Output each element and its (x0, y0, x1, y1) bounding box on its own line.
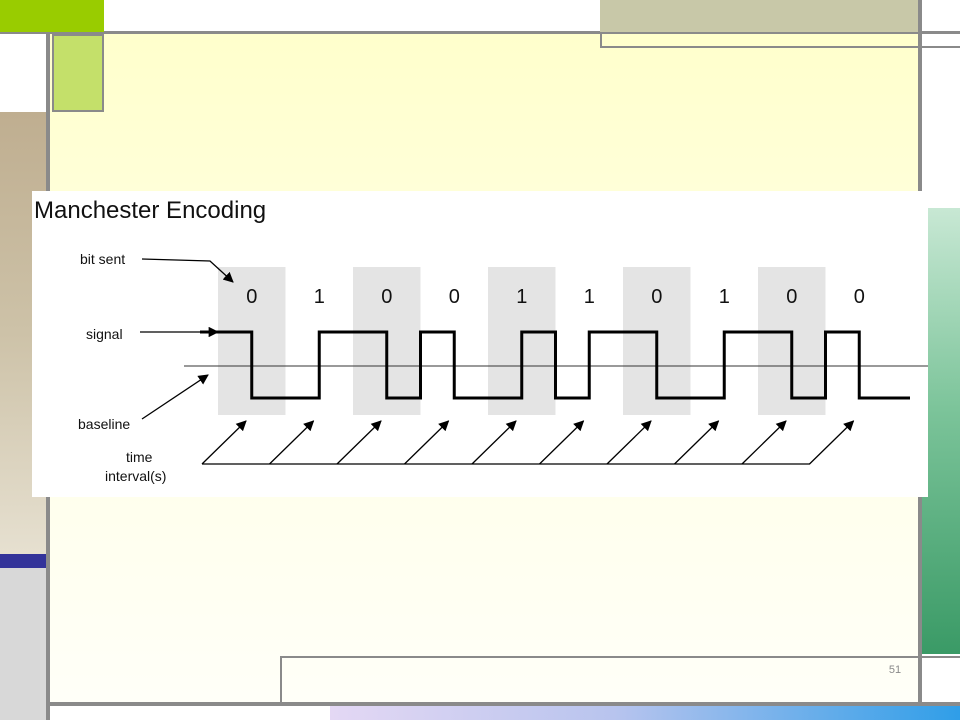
bit-value: 0 (246, 286, 257, 308)
top-divider (0, 31, 960, 34)
time-interval-arrow (201, 420, 247, 465)
accent-green-bar (0, 0, 104, 32)
accent-blue-bar (0, 554, 46, 568)
time-interval-arrows (201, 420, 855, 465)
label-signal: signal (86, 326, 123, 342)
bit-value: 0 (651, 286, 662, 308)
accent-khaki-bar (600, 0, 918, 32)
bit-values: 0 1 0 0 1 1 0 1 0 0 (246, 286, 865, 308)
bit-sent-pointer (141, 258, 234, 283)
accent-green-right-bar (922, 208, 960, 654)
label-baseline: baseline (78, 416, 130, 432)
bit-value: 0 (381, 286, 392, 308)
page-number: 51 (888, 664, 902, 676)
time-interval-arrow (336, 420, 382, 465)
diagram-title: Manchester Encoding (34, 197, 266, 224)
bit-value: 0 (786, 286, 797, 308)
label-bit-sent: bit sent (80, 251, 125, 267)
time-interval-arrow (809, 420, 855, 465)
bit-value: 1 (516, 286, 527, 308)
time-interval-arrow (674, 420, 720, 465)
bit-value: 0 (854, 286, 865, 308)
time-interval-arrow (741, 420, 787, 465)
time-interval-arrow (269, 420, 315, 465)
accent-green-square (52, 34, 104, 112)
accent-outline-bottom (280, 656, 960, 704)
bit-value: 1 (719, 286, 730, 308)
baseline-pointer (141, 374, 209, 420)
bottom-divider (46, 702, 960, 706)
bit-value: 1 (314, 286, 325, 308)
bit-value: 0 (449, 286, 460, 308)
accent-gradient-bottom (330, 706, 960, 720)
signal-waveform (200, 330, 910, 400)
bit-value: 1 (584, 286, 595, 308)
label-time: time (126, 449, 153, 465)
label-interval: interval(s) (105, 468, 166, 484)
accent-gray-bar (0, 568, 46, 720)
time-interval-arrow (404, 420, 450, 465)
shaded-intervals (218, 267, 826, 415)
time-interval-arrow (539, 420, 585, 465)
accent-outline-top (600, 32, 960, 48)
time-interval-arrow (606, 420, 652, 465)
time-interval-arrow (471, 420, 517, 465)
